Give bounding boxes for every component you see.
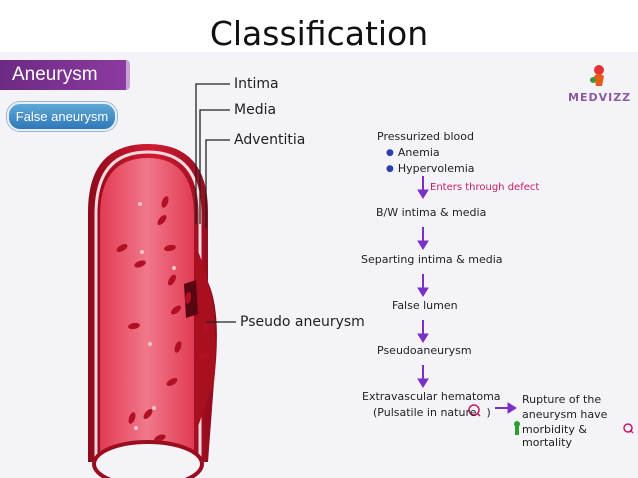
bullet-anemia-text: Anemia <box>397 146 440 159</box>
flow-enters-defect: Enters through defect <box>430 182 540 193</box>
red-blood-cells <box>116 196 210 442</box>
medvizz-logo-icon <box>588 62 610 93</box>
vessel-media-layer <box>94 150 202 462</box>
flow-separating: Separting intima & media <box>361 253 503 266</box>
flow-false-lumen: False lumen <box>392 299 458 312</box>
flow-bw-intima-media: B/W intima & media <box>376 206 487 219</box>
mortality-icon <box>623 423 634 434</box>
illustration-panel: Aneurysm False aneurysm MEDVIZZ <box>0 52 638 478</box>
vessel-diagram <box>88 83 634 478</box>
pulse-icon <box>468 404 481 417</box>
rupture-line-2: aneurysm have <box>522 408 608 421</box>
adventitia-label: Adventitia <box>234 132 306 148</box>
flow-pseudoaneurysm: Pseudoaneurysm <box>377 344 472 357</box>
bullet-hypervolemia-text: Hypervolemia <box>397 162 475 175</box>
pseudo-aneurysm-label: Pseudo aneurysm <box>240 314 365 330</box>
vessel-cut-opening <box>94 442 202 478</box>
flow-pressurized-blood: Pressurized blood <box>377 130 475 143</box>
wall-defect <box>184 280 198 318</box>
flow-arrows <box>417 176 517 414</box>
intima-label: Intima <box>234 76 279 92</box>
platelets <box>134 202 176 430</box>
pseudo-aneurysm-bulge <box>194 242 216 432</box>
media-label: Media <box>234 102 277 118</box>
flow-extravascular-hematoma: Extravascular hematoma <box>362 390 501 403</box>
flow-pulsatile: (Pulsatile in nature) <box>373 406 491 419</box>
pulsatile-close: ) <box>486 406 491 419</box>
rupture-line-3: morbidity & mortality <box>522 423 587 449</box>
media-leader <box>199 109 230 224</box>
false-aneurysm-badge: False aneurysm <box>7 102 117 131</box>
adventitia-leader <box>205 139 230 228</box>
vessel-lumen <box>100 158 194 462</box>
medvizz-logo-text: MEDVIZZ <box>568 91 632 104</box>
intima-leader <box>195 83 230 224</box>
aneurysm-tab: Aneurysm <box>0 60 130 90</box>
pulsatile-text: (Pulsatile in nature <box>373 406 477 419</box>
flow-bullet-hypervolemia: Hypervolemia <box>386 162 475 175</box>
flow-bullet-anemia: Anemia <box>386 146 440 159</box>
rupture-line-1: Rupture of the <box>522 393 602 406</box>
up-arrow-icon <box>514 421 520 435</box>
slide-title: Classification <box>209 14 429 53</box>
